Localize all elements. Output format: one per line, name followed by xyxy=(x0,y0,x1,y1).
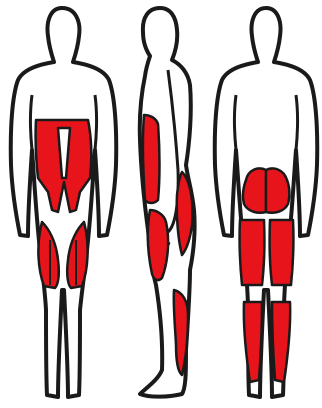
side-upper-thigh xyxy=(143,115,160,203)
back-left-gluteus xyxy=(243,168,266,212)
back-figure xyxy=(215,8,317,397)
back-right-arm-line xyxy=(296,95,298,150)
front-body-outline xyxy=(11,8,116,397)
back-right-hamstring xyxy=(270,220,294,285)
back-left-hamstring xyxy=(240,220,265,285)
side-hamstrings xyxy=(148,210,168,280)
front-right-arm-line xyxy=(95,95,97,150)
back-right-gluteus xyxy=(266,168,289,212)
side-figure xyxy=(140,8,195,397)
front-left-arm-line xyxy=(31,95,33,150)
front-figure xyxy=(11,8,116,397)
back-left-arm-line xyxy=(235,95,237,150)
back-right-calf xyxy=(272,302,290,382)
